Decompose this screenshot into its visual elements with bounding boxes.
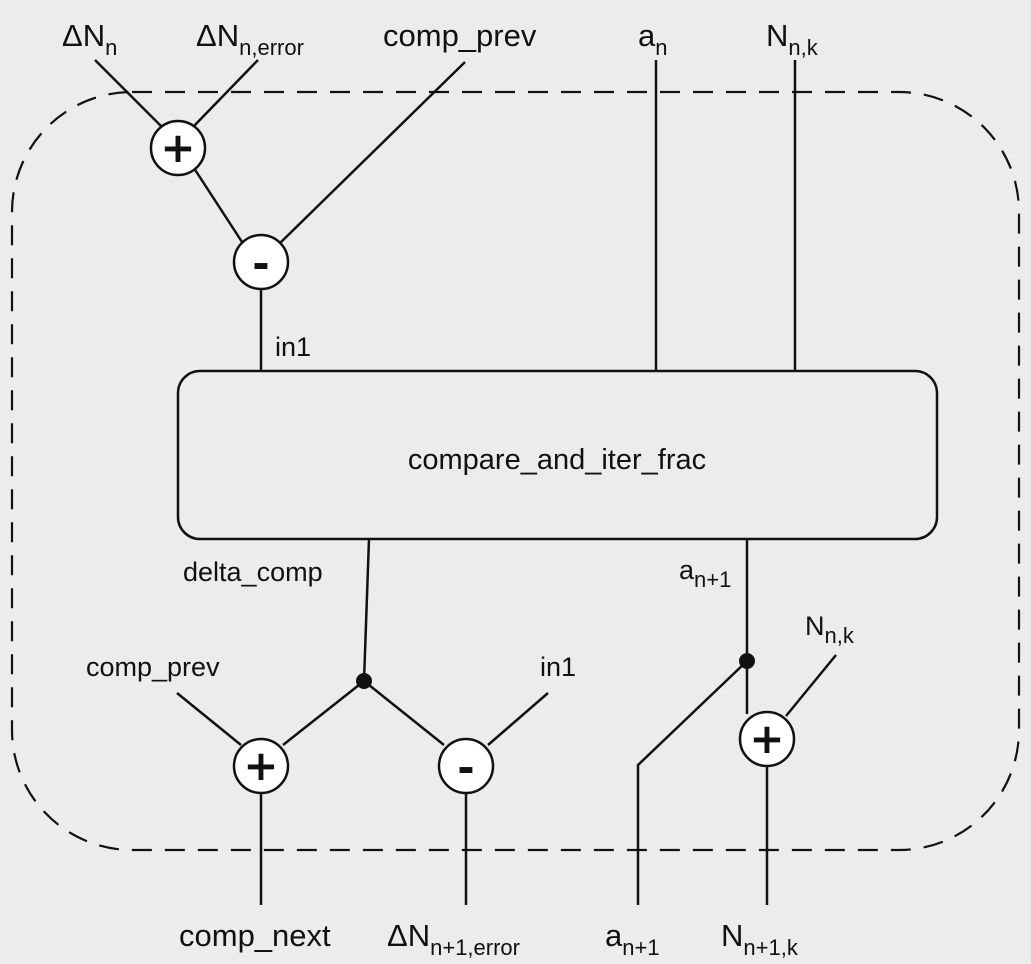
- label-a-n: an: [638, 18, 668, 60]
- compare-and-iter-frac-block: [176, 369, 939, 541]
- label-comp-prev-bottom: comp_prev: [86, 652, 220, 682]
- wire-sum-to-diff: [188, 161, 246, 246]
- wire-comp-prev-bottom: [176, 692, 242, 746]
- label-delta-n-error: ΔNn,error: [196, 18, 304, 60]
- wire-a-n-plus-1-out: [636, 660, 748, 905]
- wire-junction-to-diff: [363, 680, 445, 746]
- minus-symbol: -: [457, 743, 474, 792]
- label-n-nk: Nn,k: [766, 18, 819, 60]
- label-in1-top: in1: [275, 332, 311, 362]
- block-label: compare_and_iter_frac: [408, 444, 706, 476]
- difference-node-top: -: [232, 233, 290, 291]
- wire-delta-comp: [362, 538, 371, 682]
- label-n-next-k: Nn+1,k: [721, 918, 799, 960]
- sum-node-bottom-right: +: [738, 710, 796, 768]
- label-delta-comp: delta_comp: [183, 557, 323, 587]
- wire-junction-to-sum: [282, 680, 365, 746]
- sum-node-top: +: [149, 119, 207, 177]
- junction-dot: [739, 653, 755, 669]
- label-comp-prev-top: comp_prev: [383, 18, 537, 53]
- label-a-n-plus-1-inner: an+1: [679, 555, 731, 592]
- label-comp-next: comp_next: [179, 918, 331, 953]
- minus-symbol: -: [252, 239, 269, 288]
- wire-delta-n-error: [192, 59, 259, 128]
- subsystem-boundary: [10, 90, 1021, 852]
- wire-delta-n: [94, 59, 163, 128]
- label-delta-n: ΔNn: [62, 18, 117, 60]
- wire-comp-prev-top: [277, 61, 466, 246]
- junction-dot: [356, 673, 372, 689]
- plus-symbol: +: [749, 714, 784, 763]
- label-a-n-plus-1-out: an+1: [605, 918, 660, 960]
- label-in1-bottom: in1: [540, 652, 576, 682]
- sum-node-bottom-left: +: [232, 737, 290, 795]
- plus-symbol: +: [160, 123, 195, 172]
- difference-node-bottom: -: [437, 737, 495, 795]
- wire-n-nk-bottom: [785, 654, 837, 717]
- label-n-nk-bottom: Nn,k: [805, 611, 855, 648]
- label-delta-n-next-error: ΔNn+1,error: [387, 918, 520, 960]
- plus-symbol: +: [243, 741, 278, 790]
- wire-in1-bottom: [487, 692, 549, 746]
